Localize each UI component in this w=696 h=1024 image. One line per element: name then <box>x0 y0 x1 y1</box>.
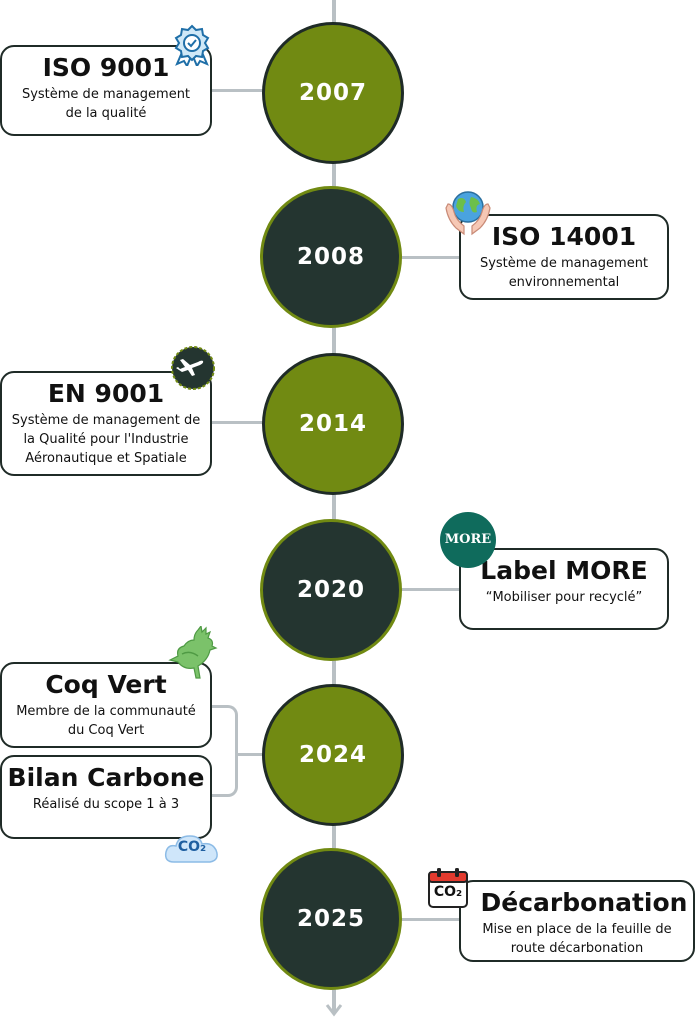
card-description: “Mobiliser pour recyclé” <box>485 590 643 605</box>
card-title: Label MORE <box>480 556 648 585</box>
year-circle-2007: 2007 <box>262 22 404 164</box>
card-title: EN 9001 <box>47 379 165 408</box>
globe-hands-icon <box>445 191 491 236</box>
card-iso-9001: ISO 9001 Système de management de la qua… <box>0 45 212 136</box>
card-description: Système de management de la Qualité pour… <box>11 413 201 466</box>
card-title: ISO 14001 <box>491 222 637 251</box>
year-circle-2008: 2008 <box>260 186 402 328</box>
certificate-badge-icon <box>174 24 210 66</box>
card-label-more: Label MORE “Mobiliser pour recyclé” <box>459 548 669 630</box>
green-rooster-icon <box>168 626 218 679</box>
arrow-down-icon <box>325 1004 343 1017</box>
connector <box>400 588 462 591</box>
card-title: ISO 9001 <box>42 53 170 82</box>
card-description: Système de management de la qualité <box>21 87 191 121</box>
card-coq-vert: Coq Vert Membre de la communauté du Coq … <box>0 662 212 748</box>
card-title: Coq Vert <box>45 670 167 699</box>
year-circle-2024: 2024 <box>262 684 404 826</box>
card-bilan-carbone: Bilan Carbone Réalisé du scope 1 à 3 <box>0 755 212 839</box>
card-en-9001: EN 9001 Système de management de la Qual… <box>0 371 212 476</box>
year-circle-2025: 2025 <box>260 848 402 990</box>
connector <box>400 918 462 921</box>
airplane-icon <box>171 346 215 390</box>
card-description: Mise en place de la feuille de route déc… <box>482 922 672 956</box>
card-description: Membre de la communauté du Coq Vert <box>16 704 196 738</box>
card-description: Système de management environnemental <box>479 256 649 290</box>
connector <box>400 256 462 259</box>
connector <box>210 89 270 92</box>
card-iso-14001: ISO 14001 Système de management environn… <box>459 214 669 300</box>
bracket-connector <box>210 705 238 797</box>
connector <box>210 421 270 424</box>
connector <box>236 753 270 756</box>
card-title: Bilan Carbone <box>7 763 205 792</box>
year-circle-2020: 2020 <box>260 519 402 661</box>
co2-calendar-icon: CO₂ <box>426 866 470 910</box>
year-circle-2014: 2014 <box>262 353 404 495</box>
card-description: Réalisé du scope 1 à 3 <box>32 797 180 812</box>
card-decarbonation: Décarbonation Mise en place de la feuill… <box>459 880 695 962</box>
co2-cloud-icon: CO₂ <box>162 830 222 866</box>
more-label-icon: MORE <box>440 512 496 568</box>
timeline-line <box>332 0 336 1012</box>
card-title: Décarbonation <box>480 888 688 917</box>
